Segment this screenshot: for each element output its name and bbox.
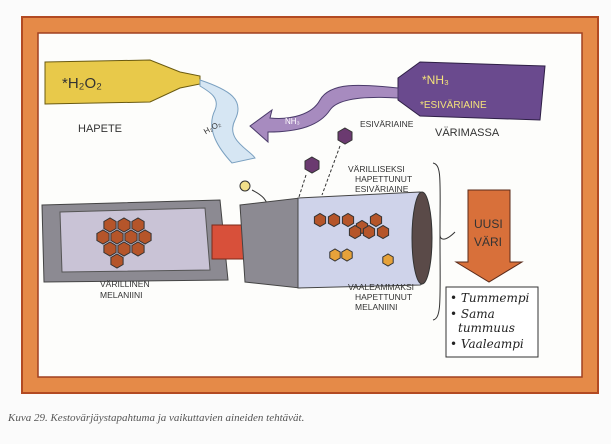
lightened-melanin-label-1: VAALEAMMAKSI xyxy=(348,282,414,292)
hexagon-molecule xyxy=(110,229,124,245)
hexagon-molecule xyxy=(362,224,376,240)
brace xyxy=(432,162,456,321)
hexagon-molecule xyxy=(329,248,341,262)
hexagon-molecule xyxy=(341,212,355,228)
new-color-arrow xyxy=(454,189,524,283)
hexagon-molecule xyxy=(117,241,131,257)
hexagon-molecule xyxy=(376,224,390,240)
option-same: • Sama xyxy=(450,307,495,321)
precursor-molecules xyxy=(297,127,353,201)
hexagon-molecule xyxy=(382,253,394,267)
hexagon-molecule xyxy=(117,217,131,233)
hexagon-molecule xyxy=(124,229,138,245)
result-options-box xyxy=(445,286,539,358)
hexagon-molecule xyxy=(341,248,353,262)
oxidized-precursor-label-1: VÄRILLISEKSI xyxy=(348,164,405,174)
color-cream-tube: *NH₃ *ESIVÄRIAINE VÄRIMASSA xyxy=(397,61,546,139)
melanin-hexagons-left xyxy=(96,217,152,269)
oxygen-atom xyxy=(239,180,251,192)
hexagon-molecule xyxy=(348,224,362,240)
hexagon-molecule xyxy=(131,217,145,233)
hexagon-molecule xyxy=(103,217,117,233)
lightened-melanin-label-3: MELANIINI xyxy=(355,302,398,312)
tube-label-nh3: *NH₃ xyxy=(422,73,449,87)
hexagon-molecule xyxy=(103,241,117,257)
left-hair-label-1: VÄRILLINEN xyxy=(100,279,150,289)
hexagon-molecule xyxy=(327,212,341,228)
oxidized-precursor-label-3: ESIVÄRIAINE xyxy=(355,184,409,194)
ammonia-arrow xyxy=(249,84,399,144)
hexagon-molecule xyxy=(369,212,383,228)
left-hair-label-2: MELANIINI xyxy=(100,290,143,300)
option-same-2: tummuus xyxy=(458,321,515,335)
option-lighter: • Vaaleampi xyxy=(450,337,524,351)
oxidizer-caption: HAPETE xyxy=(78,123,122,135)
bottle-label: *H₂O₂ xyxy=(62,75,102,92)
oxidized-precursor-label-2: HAPETTUNUT xyxy=(355,174,412,184)
hexagon-molecule xyxy=(110,253,124,269)
new-color-label-1: UUSI xyxy=(474,217,503,231)
precursor-label: ESIVÄRIAINE xyxy=(360,119,414,129)
new-color-label-2: VÄRI xyxy=(474,235,502,249)
tube-label-precursor: *ESIVÄRIAINE xyxy=(420,99,487,111)
lightened-melanin-label-2: HAPETTUNUT xyxy=(355,292,412,302)
peroxide-bottle: *H₂O₂ HAPETE xyxy=(44,59,201,135)
option-darker: • Tummempi xyxy=(450,291,530,305)
oxidized-hexagons-right xyxy=(313,212,394,267)
hexagon-molecule xyxy=(138,229,152,245)
hair-after xyxy=(239,191,433,289)
ammonia-label: NH₃ xyxy=(285,117,300,126)
figure-caption: Kuva 29. Kestovärjäystapahtuma ja vaikut… xyxy=(8,412,305,424)
hexagon-molecule xyxy=(96,229,110,245)
hexagon-molecule xyxy=(313,212,327,228)
hexagon-molecule xyxy=(131,241,145,257)
peroxide-stream xyxy=(199,79,256,164)
color-cream-caption: VÄRIMASSA xyxy=(435,127,500,139)
